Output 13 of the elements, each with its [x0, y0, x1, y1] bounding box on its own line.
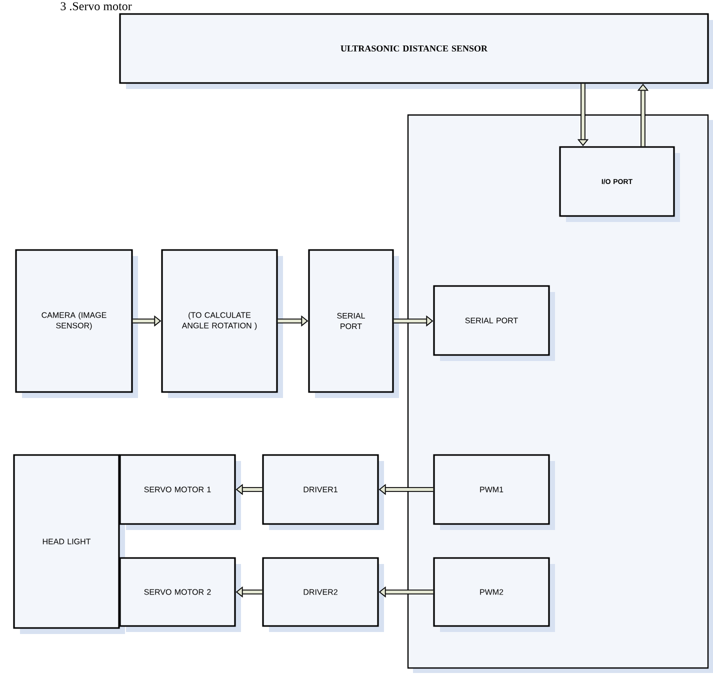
block-box: SERIAL PORT	[433, 285, 555, 361]
block-box: (TO CALCULATE ANGLE ROTATION )	[161, 249, 283, 398]
block-box: PWM1	[433, 454, 555, 530]
block-box: PWM2	[433, 557, 555, 632]
block-box: SERVO MOTOR 2	[119, 557, 241, 632]
block-box: ULTRASONIC DISTANCE SENSOR	[119, 13, 713, 89]
block-box: SERIAL PORT	[308, 249, 399, 398]
block-box: DRIVER2	[262, 557, 384, 632]
block-box: CAMERA (IMAGE SENSOR)	[15, 249, 138, 398]
block-box: DRIVER1	[262, 454, 384, 530]
block-box: HEAD LIGHT	[13, 454, 125, 634]
caption-text: 3 .Servo motor	[60, 2, 132, 10]
block-box: SERVO MOTOR 1	[119, 454, 241, 530]
